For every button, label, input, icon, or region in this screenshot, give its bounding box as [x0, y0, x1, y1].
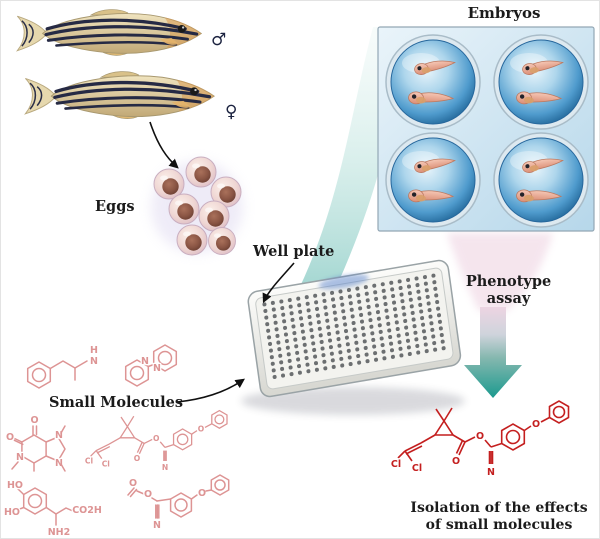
- well-plate: [241, 259, 465, 415]
- molecule-pyrethroid-pink: [83, 409, 229, 473]
- phenotype-arrow-icon: [464, 307, 522, 398]
- well-plate-label: Well plate: [253, 243, 335, 260]
- svg-text:O: O: [144, 489, 152, 500]
- isolation-line1: Isolation of the effects: [410, 500, 588, 516]
- molecule-dopa: HO HO CO2H NH2: [3, 479, 103, 538]
- molecule-phenoxybenzyl: O O N O: [127, 474, 230, 532]
- svg-text:HO: HO: [7, 480, 23, 491]
- molecule-pyrethroid-red: [389, 399, 570, 480]
- teal-flow-arrow: [277, 27, 405, 329]
- female-symbol-icon: ♀: [225, 102, 237, 122]
- svg-text:N: N: [90, 356, 98, 367]
- phenotype-line2: assay: [486, 290, 531, 308]
- phenotype-assay-label: Phenotype assay: [451, 273, 566, 307]
- molecule-purine: O O N N N: [5, 414, 66, 472]
- arrow-molecules-to-plate: [176, 378, 245, 403]
- eggs-cluster: [151, 156, 243, 256]
- eggs-label: Eggs: [95, 198, 135, 215]
- zebrafish-female: [23, 69, 216, 121]
- arrow-label-to-plate: [262, 262, 295, 304]
- pink-wash: [447, 233, 553, 311]
- embryo-well-4: [494, 133, 588, 227]
- svg-text:N: N: [55, 430, 63, 441]
- egg: [185, 156, 217, 188]
- svg-text:N: N: [55, 458, 63, 469]
- svg-text:O: O: [129, 478, 137, 489]
- isolation-label: Isolation of the effects of small molecu…: [399, 500, 599, 533]
- svg-text:N: N: [153, 520, 161, 531]
- embryos-box: [377, 26, 595, 232]
- small-molecules-label: Small Molecules: [49, 394, 183, 411]
- svg-text:NH2: NH2: [48, 527, 71, 538]
- svg-text:N: N: [141, 356, 149, 367]
- molecule-amine: N H: [26, 344, 99, 389]
- embryos-label: Embryos: [467, 4, 541, 22]
- svg-text:O: O: [30, 415, 38, 426]
- plate-wells-grid: [262, 273, 446, 379]
- svg-text:H: H: [90, 345, 98, 356]
- svg-text:HO: HO: [4, 507, 20, 518]
- arrow-fish-to-eggs: [149, 121, 179, 169]
- embryo-well-3: [386, 133, 480, 227]
- isolation-line2: of small molecules: [425, 516, 573, 533]
- egg: [198, 200, 230, 232]
- svg-text:O: O: [6, 432, 14, 443]
- egg: [176, 224, 208, 256]
- molecule-bipyridine: N N: [124, 344, 178, 387]
- svg-text:N: N: [16, 452, 24, 463]
- embryo-well-1: [386, 35, 480, 129]
- egg: [208, 227, 236, 255]
- phenotype-line1: Phenotype: [465, 273, 552, 290]
- male-symbol-icon: ♂: [211, 30, 226, 50]
- zebrafish-male: [15, 7, 203, 57]
- svg-text:CO2H: CO2H: [72, 505, 102, 516]
- egg: [168, 193, 200, 225]
- svg-text:N: N: [153, 363, 161, 374]
- svg-text:O: O: [198, 488, 206, 499]
- embryo-well-2: [494, 35, 588, 129]
